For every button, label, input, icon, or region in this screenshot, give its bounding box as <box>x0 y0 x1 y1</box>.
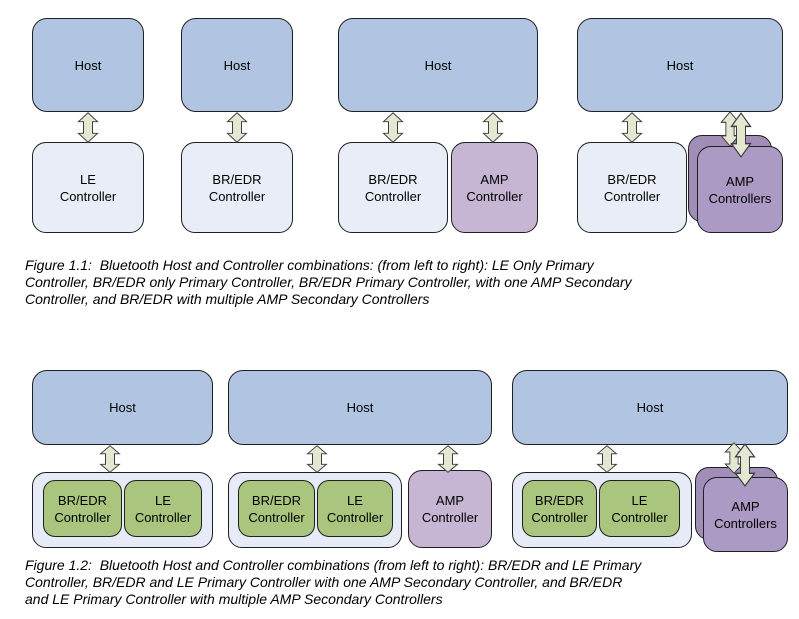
host-box: Host <box>228 370 492 445</box>
br-edr-controller-label: BR/EDR Controller <box>603 171 661 204</box>
host-box: Host <box>181 18 293 112</box>
double-arrow-icon <box>99 445 121 473</box>
amp-controller-box: AMP Controller <box>451 142 538 233</box>
le-controller-box: LE Controller <box>599 480 680 537</box>
le-controller-label: LE Controller <box>326 492 384 525</box>
double-arrow-icon <box>730 112 752 158</box>
amp-controller-label: AMP Controller <box>466 171 523 204</box>
br-edr-controller-box: BR/EDR Controller <box>43 480 122 537</box>
host-label: Host <box>666 57 694 73</box>
le-controller-label: LE Controller <box>611 492 668 525</box>
br-edr-controller-label: BR/EDR Controller <box>208 171 266 204</box>
br-edr-controller-label: BR/EDR Controller <box>54 492 111 525</box>
br-edr-controller-box: BR/EDR Controller <box>338 142 448 233</box>
host-label: Host <box>74 57 102 73</box>
double-arrow-icon <box>382 112 404 143</box>
le-controller-box: LE Controller <box>317 480 393 537</box>
host-label: Host <box>109 400 136 415</box>
host-box: Host <box>338 18 538 112</box>
amp-controller-label: AMP Controller <box>421 493 479 525</box>
double-arrow-icon <box>482 112 504 143</box>
br-edr-controller-box: BR/EDR Controller <box>181 142 293 233</box>
host-box: Host <box>577 18 783 112</box>
amp-controllers-box: AMP Controllers <box>703 477 788 552</box>
le-controller-box: LE Controller <box>32 142 144 233</box>
br-edr-controller-box: BR/EDR Controller <box>238 480 315 537</box>
host-label: Host <box>636 400 664 415</box>
host-label: Host <box>223 57 251 73</box>
host-label: Host <box>424 57 452 73</box>
le-controller-box: LE Controller <box>124 480 202 537</box>
host-box: Host <box>512 370 788 445</box>
br-edr-controller-box: BR/EDR Controller <box>522 480 597 537</box>
br-edr-controller-label: BR/EDR Controller <box>364 171 422 204</box>
br-edr-controller-box: BR/EDR Controller <box>577 142 687 233</box>
host-box: Host <box>32 370 213 445</box>
double-arrow-icon <box>621 112 643 143</box>
host-label: Host <box>346 400 374 415</box>
le-controller-label: LE Controller <box>134 492 192 525</box>
br-edr-controller-label: BR/EDR Controller <box>531 492 588 525</box>
figure-1-1-caption: Figure 1.1: Bluetooth Host and Controlle… <box>25 257 632 307</box>
br-edr-controller-label: BR/EDR Controller <box>248 492 305 525</box>
amp-controllers-label: AMP Controllers <box>708 173 772 206</box>
double-arrow-icon <box>77 112 99 143</box>
figure-1-2-caption: Figure 1.2: Bluetooth Host and Controlle… <box>25 557 642 607</box>
amp-controllers-label: AMP Controllers <box>714 498 777 531</box>
double-arrow-icon <box>596 445 618 473</box>
double-arrow-icon <box>437 445 459 473</box>
le-controller-label: LE Controller <box>59 171 117 204</box>
amp-controller-box: AMP Controller <box>408 470 492 548</box>
double-arrow-icon <box>734 443 756 487</box>
double-arrow-icon <box>226 112 248 143</box>
double-arrow-icon <box>306 445 328 473</box>
amp-controllers-box: AMP Controllers <box>697 146 783 233</box>
host-box: Host <box>32 18 144 112</box>
